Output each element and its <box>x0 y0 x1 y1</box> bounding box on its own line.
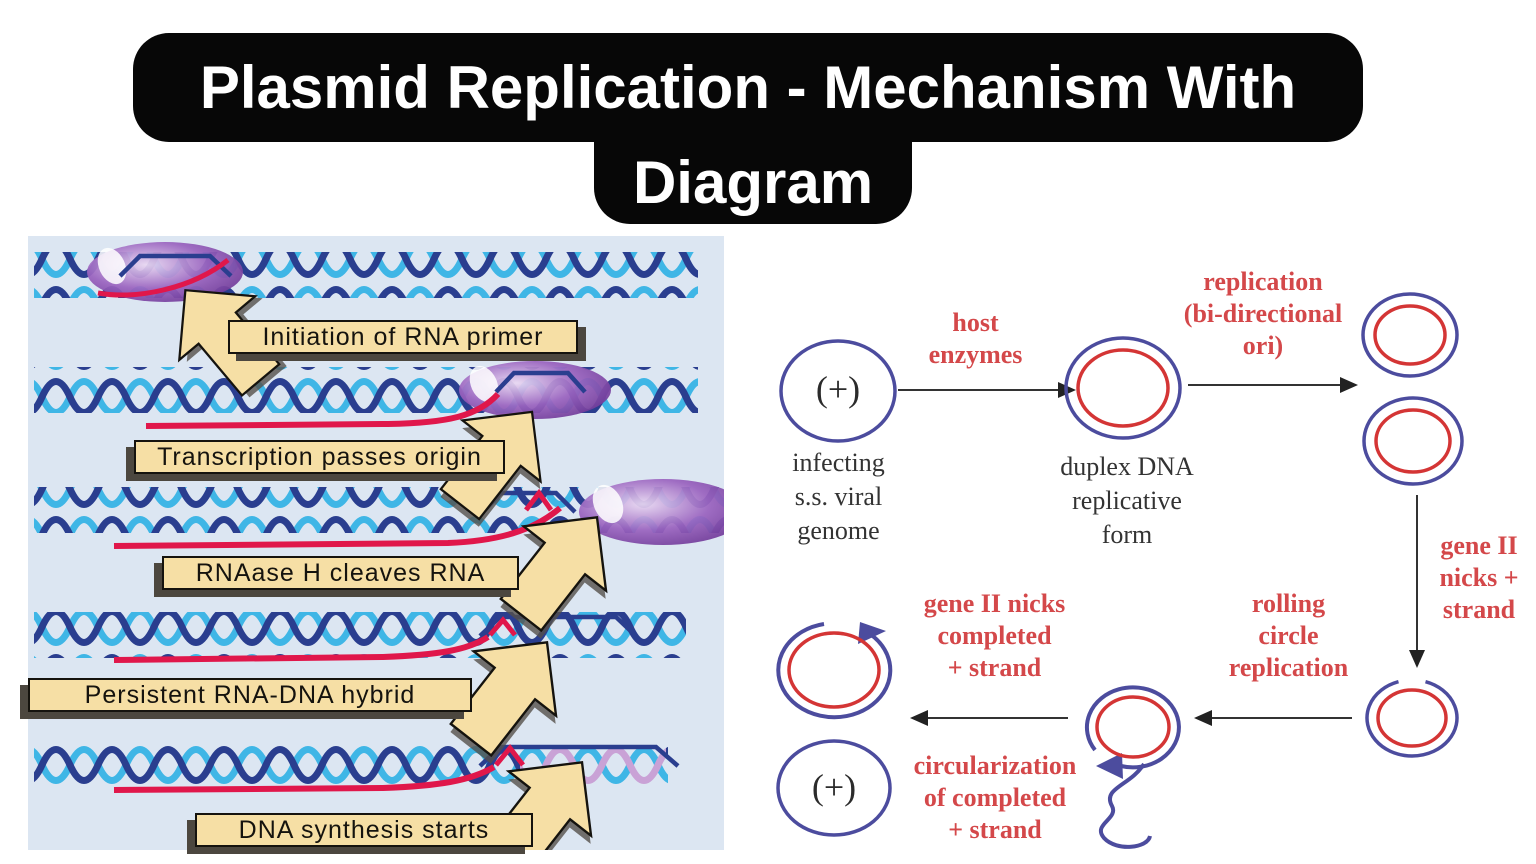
label-line: nicks + <box>1439 563 1519 593</box>
label-gene2-completed: gene II nicks completed + strand <box>902 588 1087 685</box>
label-line: of completed <box>923 783 1067 813</box>
ss-dna-tail <box>1099 762 1152 849</box>
label-line: strand <box>1442 595 1516 625</box>
callout-initiation-rna-primer: Initiation of RNA primer <box>228 320 578 354</box>
label-line: ori) <box>1242 331 1284 361</box>
label-circularization: circularization of completed + strand <box>890 750 1100 847</box>
flow-arrow-host-enzymes <box>898 382 1076 398</box>
plasmid-flow-art <box>776 292 1464 849</box>
flow-arrow-replication <box>1188 377 1358 393</box>
plus-strand-symbol-start: (+) <box>815 369 861 409</box>
flow-arrow-gene2-nicks <box>1409 495 1425 668</box>
callout-persistent-hybrid: Persistent RNA-DNA hybrid <box>28 678 472 712</box>
replicated-circle-bottom <box>1362 396 1464 486</box>
page-title-line2: Diagram <box>632 148 874 216</box>
ss-genome-circle <box>779 339 897 443</box>
label-line: form <box>1101 519 1153 549</box>
title-banner-line1: Plasmid Replication - Mechanism With <box>133 33 1363 142</box>
rolling-circle-with-tail <box>1084 685 1181 849</box>
label-line: replication <box>1203 267 1323 296</box>
duplex-rf-circle <box>1064 336 1182 440</box>
label-line: replication <box>1228 653 1349 683</box>
plus-strand-product-circle <box>776 739 892 837</box>
label-line: circle <box>1258 621 1319 651</box>
label-line: + strand <box>947 653 1042 683</box>
label-line: circularization <box>913 751 1077 780</box>
label-line: gene II nicks <box>923 589 1066 618</box>
block-arrow-hybrid <box>449 641 558 764</box>
caption-infecting-genome: infecting s.s. viral genome <box>766 446 911 547</box>
label-host-enzymes: host enzymes <box>903 307 1048 371</box>
label-replication-bidirectional: replication (bi-directional ori) <box>1168 266 1358 363</box>
callout-rnaase-h-cleaves: RNAase H cleaves RNA <box>162 556 519 590</box>
flow-arrow-rolling-circle <box>1194 710 1352 726</box>
page-title-line1: Plasmid Replication - Mechanism With <box>199 54 1297 121</box>
flow-arrow-gene2-completed <box>910 710 1068 726</box>
callout-transcription-passes-origin: Transcription passes origin <box>134 440 505 474</box>
label-line: host <box>952 308 999 337</box>
circularizing-strand-circle <box>776 622 893 720</box>
label-line: (bi-directional <box>1183 299 1343 329</box>
callout-dna-synthesis-starts: DNA synthesis starts <box>195 813 533 847</box>
label-line: gene II <box>1440 531 1518 560</box>
label-line: genome <box>797 515 880 545</box>
title-banner-line2: Diagram <box>594 140 912 224</box>
nicked-circle <box>1365 680 1459 758</box>
label-line: + strand <box>948 815 1042 845</box>
replicated-circle-top <box>1361 292 1459 378</box>
plus-strand-symbol-end: (+) <box>811 767 857 807</box>
label-gene2-nicks: gene II nicks + strand <box>1424 530 1534 627</box>
dna-mechanism-art <box>34 242 747 864</box>
caption-duplex-form: duplex DNA replicative form <box>1032 450 1222 551</box>
block-arrow-rnaase <box>499 516 608 639</box>
label-line: rolling <box>1251 589 1326 618</box>
label-line: replicative <box>1072 485 1182 515</box>
label-line: enzymes <box>928 340 1023 370</box>
label-line: infecting <box>792 448 885 477</box>
label-line: duplex DNA <box>1060 452 1194 481</box>
rna-primer-strands <box>97 258 562 793</box>
label-rolling-circle: rolling circle replication <box>1206 588 1371 685</box>
label-line: completed <box>937 621 1052 651</box>
label-line: s.s. viral <box>794 481 883 511</box>
